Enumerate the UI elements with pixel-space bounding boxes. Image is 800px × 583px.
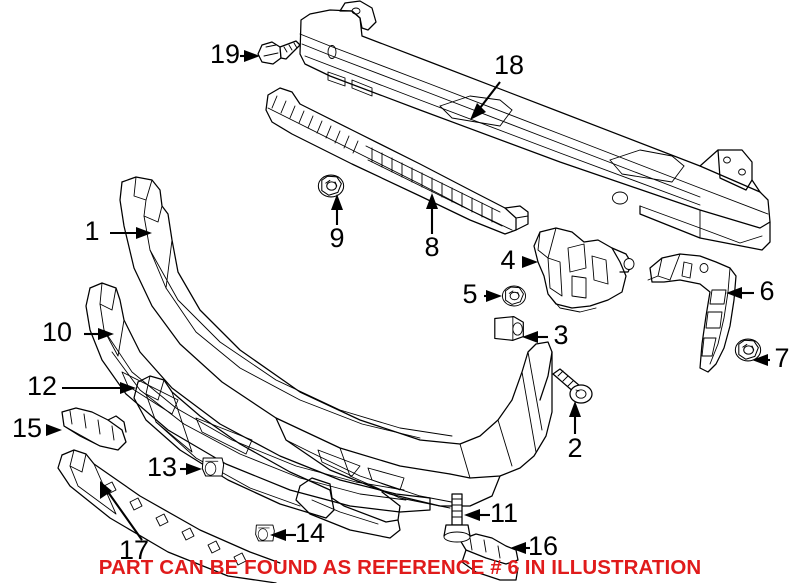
callout-5: 5: [462, 279, 477, 309]
part-13-clip: [201, 457, 225, 477]
callout-6: 6: [759, 276, 774, 306]
part-18-impact-bar: [299, 0, 771, 273]
part-12-molding: [133, 375, 335, 519]
part-4-bracket-center: [533, 227, 635, 313]
part-5-nut: [501, 285, 527, 307]
callout-7: 7: [774, 343, 789, 373]
part-19-bolt: [257, 40, 301, 65]
callout-labels: 1 2 3 4 5 6 7 8 9 10 11 12 13 14 15 16 1…: [12, 39, 790, 565]
callout-4: 4: [500, 245, 515, 275]
part-10-lower-valance: [85, 282, 431, 513]
callout-3: 3: [553, 320, 568, 350]
callout-18: 18: [494, 50, 524, 80]
callout-9: 9: [329, 223, 344, 253]
callout-11: 11: [490, 498, 518, 528]
part-3-spacer: [494, 316, 524, 341]
callout-13: 13: [147, 452, 177, 482]
callout-19: 19: [210, 39, 240, 69]
callout-12: 12: [27, 371, 57, 401]
part-9-nut: [317, 174, 345, 198]
callout-17: 17: [119, 535, 149, 565]
callout-16: 16: [528, 531, 558, 561]
callout-2: 2: [567, 433, 582, 463]
callout-14: 14: [295, 518, 325, 548]
part-11-bolt: [443, 493, 471, 543]
part-2-screw: [552, 368, 593, 404]
part-8-energy-absorber: [265, 87, 529, 235]
part-1-bumper-cover: [119, 176, 553, 539]
part-14-clip: [255, 524, 275, 542]
callout-8: 8: [424, 232, 439, 262]
part-17-lower-trim: [57, 449, 281, 583]
part-16-trim-strip: [459, 533, 519, 581]
callout-10: 10: [42, 317, 72, 347]
callout-1: 1: [84, 216, 99, 246]
callout-leaders: [46, 50, 770, 554]
part-7-nut: [734, 338, 762, 362]
callout-15: 15: [12, 413, 42, 443]
part-15-end-cap: [61, 407, 127, 451]
part-6-side-guide-bracket: [647, 253, 737, 373]
